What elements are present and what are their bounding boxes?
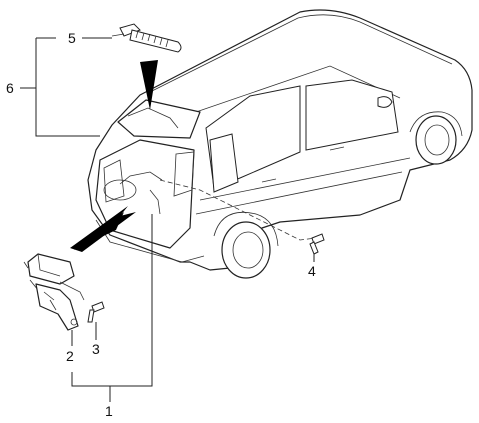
callout-1: 1 [105,403,113,419]
pointer-arrows [70,60,158,252]
callout-4: 4 [308,263,316,279]
leader-lines [20,37,315,402]
callout-3: 3 [92,341,100,357]
module-part-2 [23,253,85,331]
callout-5: 5 [68,30,76,46]
callout-2: 2 [66,348,74,364]
grommet-part [111,23,182,53]
callout-6: 6 [6,80,14,96]
vehicle-illustration [87,9,473,279]
bolt-part-4 [309,233,325,255]
callout-labels: 5 6 4 2 3 1 [6,30,316,419]
screw-part-3 [87,301,105,323]
wiring-harness-lines [119,107,317,241]
